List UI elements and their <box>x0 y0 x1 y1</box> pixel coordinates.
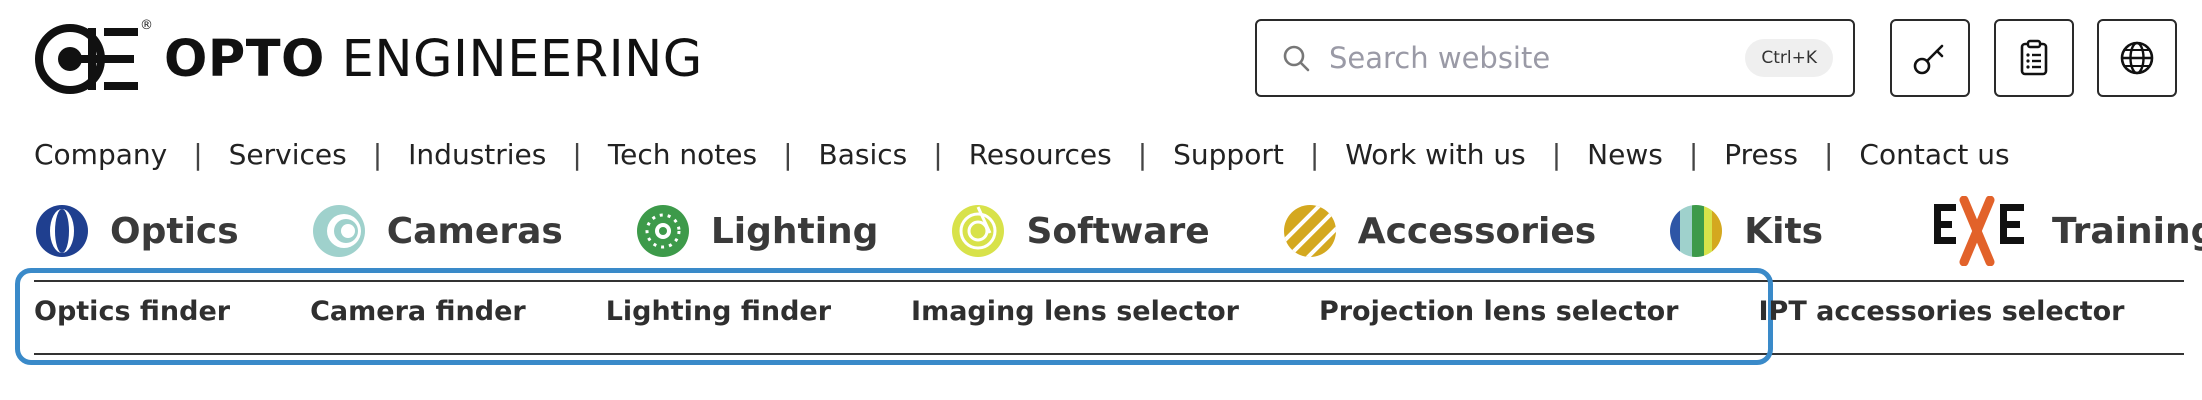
lighting-icon <box>636 205 689 257</box>
ipt-accessories-selector-link[interactable]: IPT accessories selector <box>1758 296 2125 327</box>
nav-separator: | <box>1137 138 1148 171</box>
kits-icon <box>1670 205 1723 257</box>
projection-lens-selector-link[interactable]: Projection lens selector <box>1318 296 1679 327</box>
nav-news[interactable]: News <box>1587 138 1663 171</box>
key-button[interactable] <box>1890 19 1970 97</box>
nav-separator: | <box>1688 138 1699 171</box>
key-icon <box>1913 44 1944 75</box>
registered-mark: ® <box>140 18 153 33</box>
software-icon <box>952 205 1005 257</box>
nav-separator: | <box>193 138 203 171</box>
category-label: Software <box>1026 210 1210 252</box>
nav-basics[interactable]: Basics <box>818 138 908 171</box>
clipboard-button[interactable] <box>1994 19 2074 97</box>
optics-icon <box>36 205 88 257</box>
search-shortcut-badge: Ctrl+K <box>1745 39 1833 77</box>
category-nav: Optics Cameras Lighting Software <box>34 196 1895 266</box>
company-nav: Company | Services | Industries | Tech note… <box>34 138 2010 171</box>
nav-separator: | <box>783 138 793 171</box>
category-lighting[interactable]: Lighting <box>635 203 879 259</box>
nav-separator: | <box>933 138 943 171</box>
brand-name-bold: OPTO <box>164 29 325 89</box>
divider-bottom <box>34 353 2184 355</box>
category-accessories[interactable]: Accessories <box>1282 203 1596 259</box>
search-input[interactable] <box>1327 40 1731 76</box>
nav-contact-us[interactable]: Contact us <box>1859 138 2010 171</box>
nav-separator: | <box>1551 138 1562 171</box>
lighting-finder-link[interactable]: Lighting finder <box>605 296 832 327</box>
language-button[interactable] <box>2097 19 2177 97</box>
training-label: Training <box>2052 210 2202 252</box>
category-label: Lighting <box>710 210 879 252</box>
imaging-lens-selector-link[interactable]: Imaging lens selector <box>911 296 1239 327</box>
category-label: Cameras <box>386 210 563 252</box>
camera-finder-link[interactable]: Camera finder <box>310 296 526 327</box>
category-label: Accessories <box>1357 210 1597 252</box>
accessories-icon <box>1283 205 1336 257</box>
category-software[interactable]: Software <box>950 203 1210 259</box>
category-label: Kits <box>1744 210 1824 252</box>
opto-logo-icon <box>35 24 138 94</box>
clipboard-list-icon <box>2020 39 2048 76</box>
nav-support[interactable]: Support <box>1173 138 1284 171</box>
selector-nav: Optics finder Camera finder Lighting fin… <box>34 296 2202 327</box>
nav-separator: | <box>572 138 582 171</box>
brand-name: OPTO ENGINEERING <box>164 34 703 85</box>
search-icon <box>1283 45 1310 72</box>
nav-tech-notes[interactable]: Tech notes <box>607 138 758 171</box>
nav-work-with-us[interactable]: Work with us <box>1345 138 1526 171</box>
brand-name-light: ENGINEERING <box>324 29 703 89</box>
category-training[interactable]: Training <box>1932 196 2202 266</box>
nav-industries[interactable]: Industries <box>408 138 547 171</box>
nav-separator: | <box>1823 138 1834 171</box>
search-box[interactable]: Ctrl+K <box>1255 19 1855 97</box>
category-label: Optics <box>110 210 239 252</box>
exe-logo-icon <box>1934 196 2024 266</box>
brand-logo[interactable]: ® OPTO ENGINEERING <box>34 18 703 96</box>
nav-services[interactable]: Services <box>228 138 347 171</box>
nav-press[interactable]: Press <box>1724 138 1798 171</box>
nav-company[interactable]: Company <box>34 138 168 171</box>
cameras-icon <box>312 205 365 257</box>
optics-finder-link[interactable]: Optics finder <box>34 296 231 327</box>
category-optics[interactable]: Optics <box>34 203 239 259</box>
nav-separator: | <box>372 138 383 171</box>
nav-resources[interactable]: Resources <box>968 138 1112 171</box>
divider-top <box>34 280 2184 282</box>
globe-icon <box>2120 41 2154 75</box>
category-cameras[interactable]: Cameras <box>311 203 563 259</box>
category-kits[interactable]: Kits <box>1668 203 1823 259</box>
nav-separator: | <box>1309 138 1320 171</box>
selector-highlight-frame <box>15 268 1773 365</box>
